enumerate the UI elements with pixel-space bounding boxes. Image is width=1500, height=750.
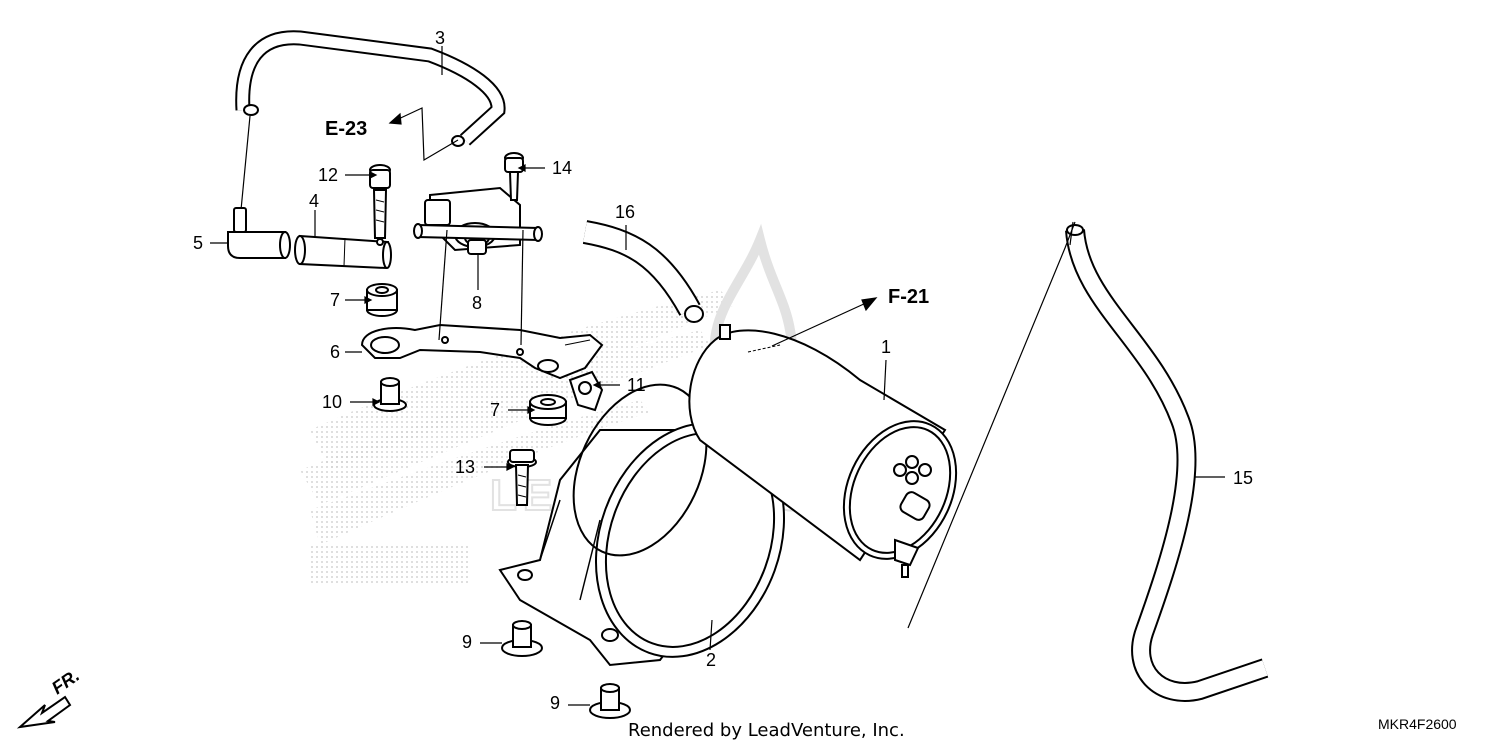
purge-control-valve-8 [413,186,543,255]
valve-stay-6 [360,323,604,380]
callout-2: 2 [706,650,717,670]
callout-11: 11 [627,375,646,395]
callout-4: 4 [309,191,320,211]
diagram-code: MKR4F2600 [1378,716,1457,732]
collar-9b [589,683,631,719]
canister-band-bracket-2 [498,383,786,667]
bolt-12 [369,164,391,239]
callout-12: 12 [318,165,339,185]
grommet-7a [366,283,398,317]
leader-lines [210,46,1225,706]
callout-15: 15 [1233,468,1254,488]
render-credit: Rendered by LeadVenture, Inc. [628,720,905,741]
tube-16 [582,220,704,323]
elbow-joint-5 [227,207,291,259]
tube-3 [235,30,506,211]
front-direction-arrow [16,695,72,729]
callout-9a: 9 [462,632,473,652]
drain-tube-15 [907,221,1269,702]
callout-7b: 7 [490,400,501,420]
joint-tube-4 [294,234,392,270]
bolt-13 [507,449,537,506]
callout-1: 1 [881,337,892,357]
clip-11 [568,370,604,412]
callout-16: 16 [615,202,636,222]
callout-10: 10 [322,392,343,412]
collar-10 [373,377,407,412]
callout-5: 5 [193,233,204,253]
reference-f21: F-21 [888,286,930,308]
callout-13: 13 [455,457,476,477]
callout-14: 14 [552,158,573,178]
grommet-7b [529,394,567,426]
collar-9a [501,620,543,657]
callout-9b: 9 [550,693,561,713]
callout-3: 3 [435,28,446,48]
callout-8: 8 [472,293,483,313]
canister-1 [688,324,958,578]
callout-7a: 7 [330,290,341,310]
callout-6: 6 [330,342,341,362]
reference-e23: E-23 [325,118,368,140]
bolt-14 [504,152,524,201]
e23-reference-arrow [388,107,459,162]
f21-reference-arrow [771,297,878,347]
